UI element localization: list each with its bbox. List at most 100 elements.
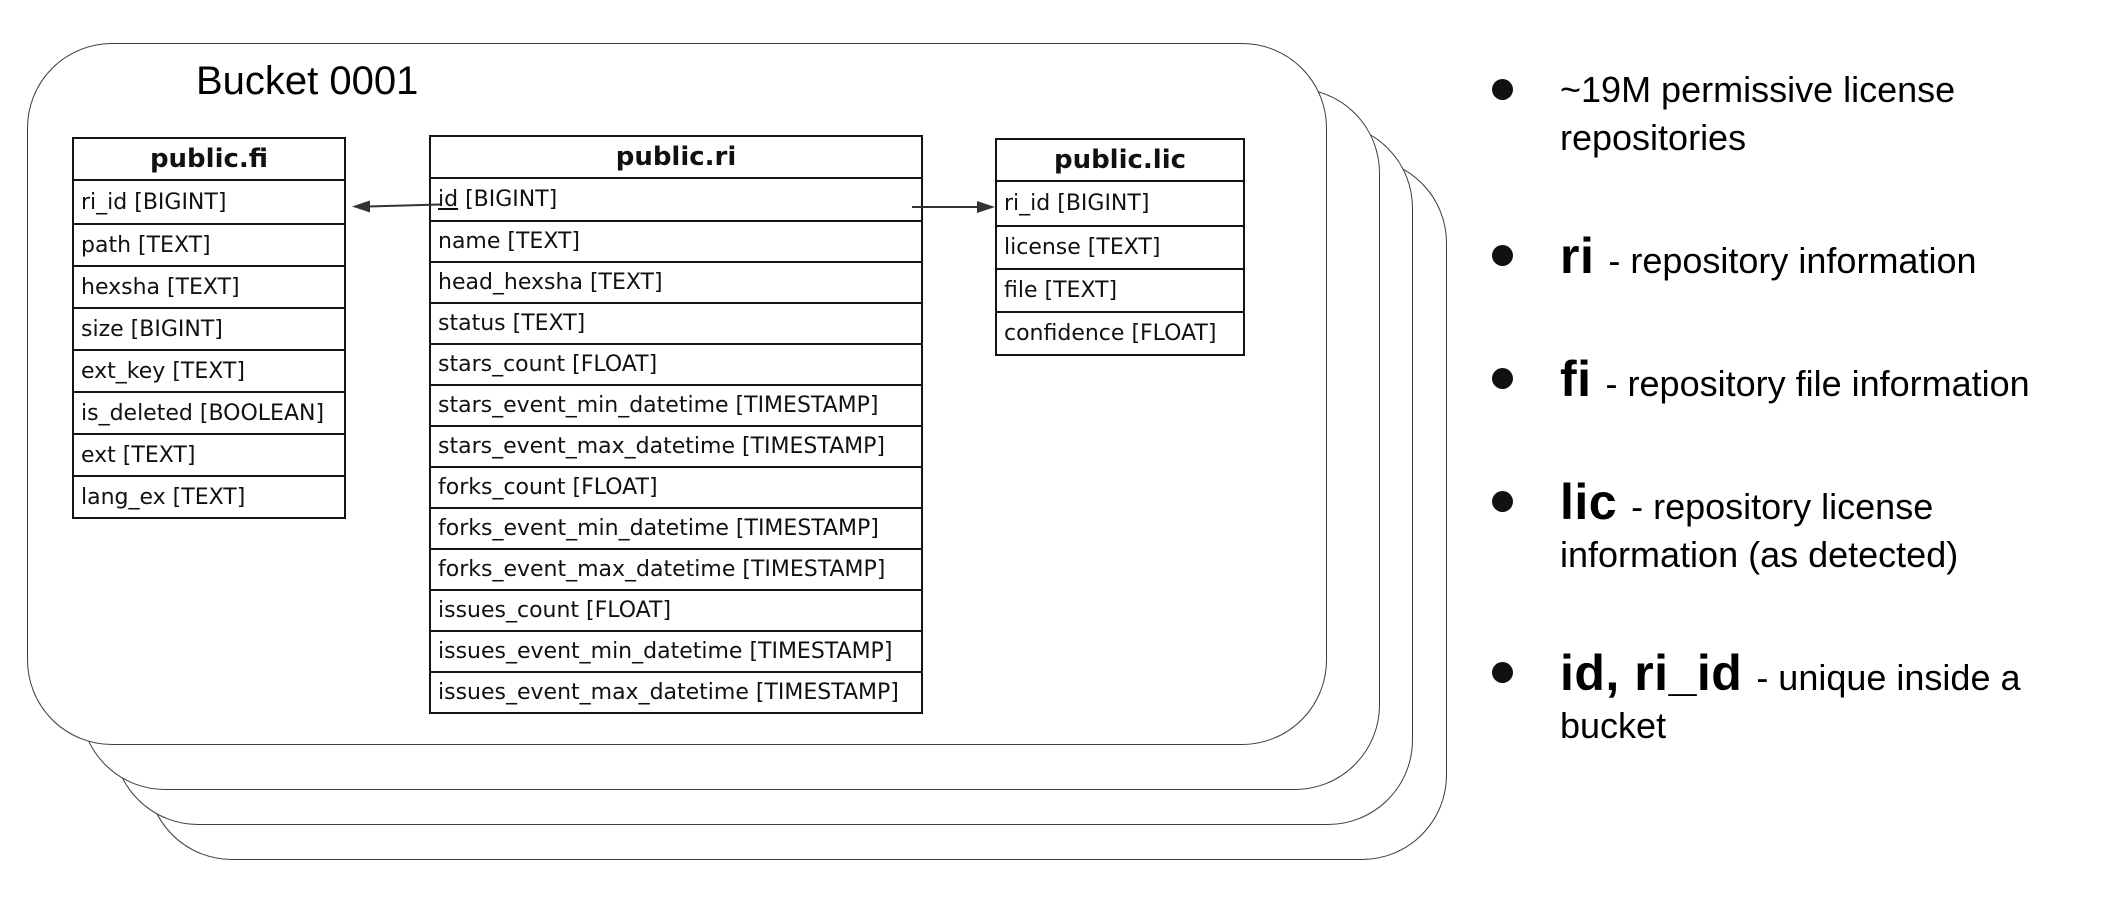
table-row: ext_key[TEXT] — [74, 349, 344, 391]
column-type: [TIMESTAMP] — [735, 516, 879, 541]
bullet-text: - repository information — [1608, 240, 1977, 281]
column-name: head_hexsha — [438, 270, 583, 295]
column-name: issues_event_min_datetime — [438, 639, 743, 664]
bullet-term: lic — [1560, 474, 1618, 530]
table-row: ri_id[BIGINT] — [74, 181, 344, 223]
bullet-dot-icon — [1492, 79, 1513, 100]
column-type: [TEXT] — [172, 358, 245, 384]
table-row: forks_event_min_datetime[TIMESTAMP] — [431, 507, 921, 548]
table-row: ri_id[BIGINT] — [997, 182, 1243, 225]
table-row: issues_event_min_datetime[TIMESTAMP] — [431, 630, 921, 671]
table-row: file[TEXT] — [997, 268, 1243, 311]
column-name: name — [438, 229, 501, 254]
column-name: lang_ex — [81, 484, 166, 510]
table-row: stars_count[FLOAT] — [431, 343, 921, 384]
column-type: [TEXT] — [1087, 235, 1161, 260]
column-name: is_deleted — [81, 400, 193, 426]
table-row: status[TEXT] — [431, 302, 921, 343]
column-type: [TIMESTAMP] — [742, 557, 886, 582]
column-name: stars_event_min_datetime — [438, 393, 729, 418]
table-row: is_deleted[BOOLEAN] — [74, 391, 344, 433]
column-type: [TEXT] — [589, 270, 663, 295]
bullet-text: - repository file information — [1605, 363, 2030, 404]
column-name: issues_event_max_datetime — [438, 680, 749, 705]
bullet-term: ri — [1560, 228, 1595, 284]
bullet-dot-icon — [1492, 368, 1513, 389]
list-item: id, ri_id- unique inside a bucket — [1488, 648, 2075, 750]
list-item: fi - repository file information — [1488, 354, 2075, 408]
column-name: stars_event_max_datetime — [438, 434, 735, 459]
column-type: [TEXT] — [507, 229, 581, 254]
bullet-dot-icon — [1492, 245, 1513, 266]
table-title: public.fi — [74, 139, 344, 181]
notes-list: ~19M permissive license repositories ri-… — [1488, 66, 2078, 820]
column-name: forks_event_min_datetime — [438, 516, 729, 541]
column-type: [BIGINT] — [134, 189, 227, 215]
table-row: id[BIGINT] — [431, 179, 921, 220]
bullet-text: ~19M permissive license repositories — [1560, 69, 1956, 158]
column-name: ext_key — [81, 358, 166, 384]
table-row: path[TEXT] — [74, 223, 344, 265]
column-name: issues_count — [438, 598, 580, 623]
db-table-public-ri: public.ri id[BIGINT]name[TEXT]head_hexsh… — [429, 135, 923, 714]
column-type: [TEXT] — [1044, 278, 1118, 303]
column-type: [TEXT] — [172, 484, 246, 510]
column-type: [TIMESTAMP] — [735, 393, 879, 418]
list-item: ri - repository information — [1488, 231, 2075, 285]
column-name: id — [438, 187, 459, 212]
column-name: file — [1004, 278, 1038, 303]
column-name: size — [81, 316, 124, 342]
bullet-dot-icon — [1492, 662, 1513, 683]
table-row: forks_count[FLOAT] — [431, 466, 921, 507]
column-name: hexsha — [81, 274, 160, 300]
table-row: lang_ex[TEXT] — [74, 475, 344, 517]
table-row: stars_event_min_datetime[TIMESTAMP] — [431, 384, 921, 425]
table-rows: id[BIGINT]name[TEXT]head_hexsha[TEXT]sta… — [431, 179, 921, 712]
column-name: ri_id — [1004, 191, 1051, 216]
column-type: [TIMESTAMP] — [741, 434, 885, 459]
list-item: ~19M permissive license repositories — [1488, 66, 2075, 162]
table-rows: ri_id[BIGINT]license[TEXT]file[TEXT]conf… — [997, 182, 1243, 354]
column-name: ext — [81, 442, 116, 468]
table-row: license[TEXT] — [997, 225, 1243, 268]
column-type: [TIMESTAMP] — [755, 680, 899, 705]
table-row: ext[TEXT] — [74, 433, 344, 475]
column-type: [BOOLEAN] — [199, 400, 325, 426]
bullet-text: - unique inside a bucket — [1560, 657, 2021, 746]
table-row: head_hexsha[TEXT] — [431, 261, 921, 302]
column-type: [BIGINT] — [130, 316, 223, 342]
table-row: forks_event_max_datetime[TIMESTAMP] — [431, 548, 921, 589]
table-row: issues_event_max_datetime[TIMESTAMP] — [431, 671, 921, 712]
column-type: [FLOAT] — [586, 598, 672, 623]
column-name: status — [438, 311, 506, 336]
table-rows: ri_id[BIGINT]path[TEXT]hexsha[TEXT]size[… — [74, 181, 344, 517]
table-row: confidence[FLOAT] — [997, 311, 1243, 354]
table-title: public.lic — [997, 140, 1243, 182]
table-row: size[BIGINT] — [74, 307, 344, 349]
column-type: [FLOAT] — [572, 352, 658, 377]
list-item: lic- repository license information (as … — [1488, 477, 2075, 579]
table-row: issues_count[FLOAT] — [431, 589, 921, 630]
bullet-term: fi — [1560, 351, 1592, 407]
column-name: path — [81, 232, 132, 258]
column-type: [FLOAT] — [1131, 321, 1217, 346]
table-row: stars_event_max_datetime[TIMESTAMP] — [431, 425, 921, 466]
bucket-title: Bucket 0001 — [196, 59, 419, 103]
db-table-public-lic: public.lic ri_id[BIGINT]license[TEXT]fil… — [995, 138, 1245, 356]
column-type: [TEXT] — [167, 274, 240, 300]
column-name: stars_count — [438, 352, 566, 377]
bullet-term: id, ri_id — [1560, 645, 1743, 701]
column-type: [BIGINT] — [1057, 191, 1150, 216]
column-name: forks_count — [438, 475, 566, 500]
column-type: [BIGINT] — [465, 187, 558, 212]
column-type: [TEXT] — [122, 442, 196, 468]
column-name: ri_id — [81, 189, 128, 215]
column-type: [TIMESTAMP] — [749, 639, 893, 664]
column-name: license — [1004, 235, 1081, 260]
bullet-text: - repository license information (as det… — [1560, 486, 1959, 575]
bullet-dot-icon — [1492, 491, 1513, 512]
table-row: name[TEXT] — [431, 220, 921, 261]
column-name: confidence — [1004, 321, 1125, 346]
column-type: [TEXT] — [512, 311, 586, 336]
